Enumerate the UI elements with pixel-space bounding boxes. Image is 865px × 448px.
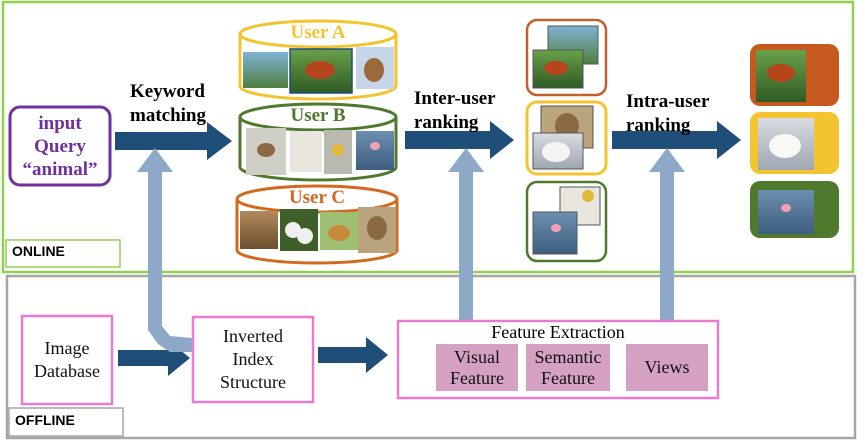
visual-feature-line-2: Feature [450,367,504,388]
views-box: Views [626,344,708,391]
offline-tag-box [8,407,124,437]
photo-spoonbill [356,131,394,170]
inverted-index-text: Inverted Index Structure [195,319,311,400]
image-database-box [20,314,114,406]
photo-branch-bird [290,131,322,172]
arrow-index-to-keyword [137,148,192,352]
photo-wildebeest [240,211,278,249]
user-a-label: User A [290,22,346,43]
image-db-line-2: Database [34,361,100,381]
feature-extraction-title: Feature Extraction [491,322,625,342]
arrow-visual-to-inter [448,148,484,342]
image-database-text: Image Database [24,318,110,402]
inverted-index-box [191,315,315,404]
query-text: input Query “animal” [12,109,108,183]
intra-line-2: ranking [626,115,691,136]
inter-line-1: Inter-user [414,88,496,109]
index-line-1: Inverted [223,326,283,346]
query-line-3: “animal” [22,158,98,180]
semantic-feature-line-1: Semantic [534,346,602,367]
index-line-3: Structure [220,372,286,392]
visual-feature-box: Visual Feature [436,344,518,391]
arrow-query-to-users [115,122,232,160]
keyword-matching-label: Keyword matching [130,80,240,128]
online-tag-box [5,239,121,268]
user-c-label: User C [288,187,346,208]
inter-user-ranking-label: Inter-user ranking [414,87,524,135]
arrow-users-to-inter [405,121,514,159]
online-section [1,0,855,274]
user-b-label: User B [290,105,346,126]
query-box [8,105,112,187]
semantic-feature-line-2: Feature [541,367,595,388]
online-label: ONLINE [12,243,65,259]
offline-section [5,274,857,440]
views-line-1: Views [644,357,690,377]
semantic-feature-box: Semantic Feature [526,344,610,391]
inter-line-2: ranking [414,112,479,133]
query-line-1: input [38,112,82,134]
keyword-line-1: Keyword [130,81,205,102]
keyword-line-2: matching [130,105,206,126]
arrow-inter-to-intra [612,121,741,159]
query-line-2: Query [34,135,86,157]
visual-feature-line-1: Visual [454,346,500,367]
index-line-2: Index [232,349,274,369]
arrow-views-to-intra [649,148,685,345]
photo-geese [243,52,288,88]
arrow-index-to-features [318,337,388,373]
intra-line-1: Intra-user [626,91,710,112]
image-db-line-1: Image [44,338,90,358]
intra-user-ranking-label: Intra-user ranking [626,90,736,138]
offline-label: OFFLINE [15,412,75,428]
